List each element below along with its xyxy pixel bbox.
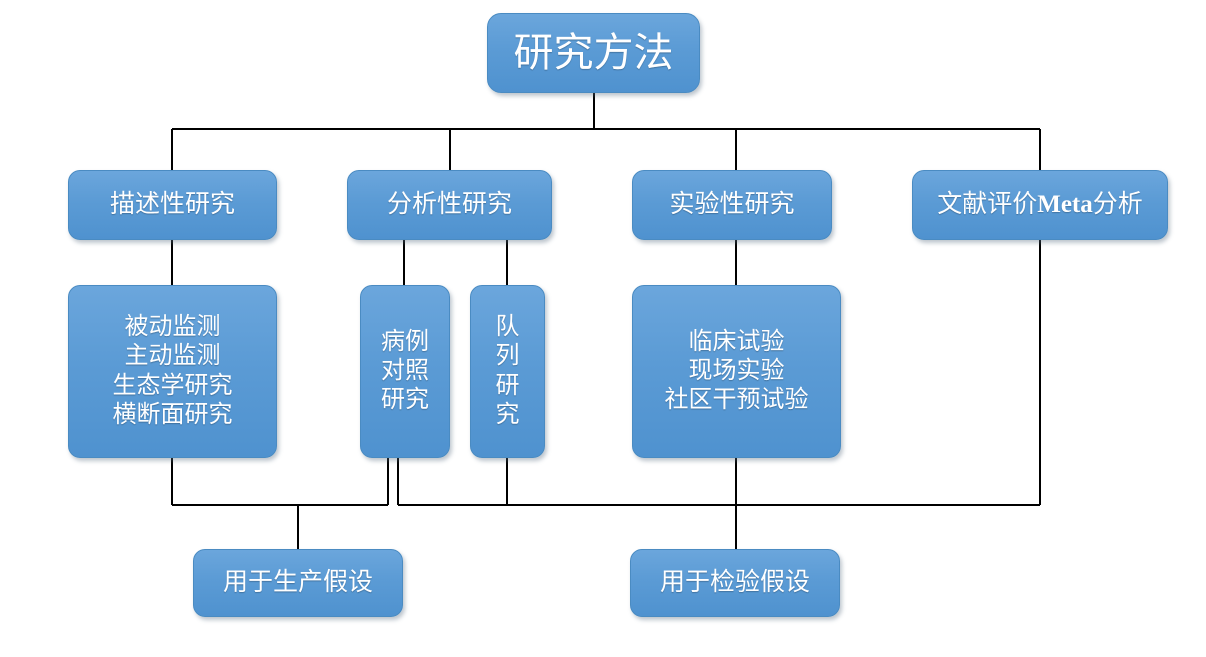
node-label: 分析性研究 xyxy=(386,190,512,218)
node-experimental-research[interactable]: 实验性研究 xyxy=(632,170,832,240)
node-label: 用于生产假设 xyxy=(222,568,373,596)
node-label: 文献评价Meta分析 xyxy=(913,190,1167,221)
node-descriptive-study-types[interactable]: 被动监测 主动监测 生态学研究 横断面研究 xyxy=(68,285,277,458)
node-label-line: 现场实验 xyxy=(688,357,785,384)
node-label-line: 被动监测 xyxy=(124,313,221,340)
node-generate-hypothesis[interactable]: 用于生产假设 xyxy=(193,549,403,617)
node-label-line: 究 xyxy=(495,401,520,428)
node-label-line: 病例 xyxy=(381,328,429,355)
node-test-hypothesis[interactable]: 用于检验假设 xyxy=(630,549,840,617)
node-research-methods[interactable]: 研究方法 xyxy=(487,13,700,93)
node-label-line: 横断面研究 xyxy=(112,401,233,428)
node-case-control-study[interactable]: 病例 对照 研究 xyxy=(360,285,450,458)
node-label: 描述性研究 xyxy=(109,190,235,218)
node-label: 实验性研究 xyxy=(669,190,795,218)
node-label-group: 病例 对照 研究 xyxy=(361,328,449,416)
node-label-line: 队 xyxy=(495,313,520,340)
node-label-line: 研究 xyxy=(381,387,429,414)
node-descriptive-research[interactable]: 描述性研究 xyxy=(68,170,277,240)
node-label-line: 列 xyxy=(495,343,520,370)
node-label: 研究方法 xyxy=(513,29,674,75)
node-label-line: 对照 xyxy=(381,357,429,384)
node-label-line: 临床试验 xyxy=(688,328,785,355)
node-label-line: 主动监测 xyxy=(124,343,221,370)
node-label-line: 社区干预试验 xyxy=(664,387,809,414)
node-label-line: 生态学研究 xyxy=(112,372,233,399)
node-label-group: 被动监测 主动监测 生态学研究 横断面研究 xyxy=(69,313,276,430)
node-literature-meta-analysis[interactable]: 文献评价Meta分析 xyxy=(912,170,1168,240)
node-label-group: 队 列 研 究 xyxy=(471,313,544,430)
node-cohort-study[interactable]: 队 列 研 究 xyxy=(470,285,545,458)
node-label-line: 研 xyxy=(495,372,520,399)
node-label-meta: Meta xyxy=(1037,190,1093,218)
node-label-part2: 分析 xyxy=(1092,190,1143,218)
node-label-part1: 文献评价 xyxy=(937,190,1038,218)
node-label-group: 临床试验 现场实验 社区干预试验 xyxy=(633,328,840,416)
node-trial-types[interactable]: 临床试验 现场实验 社区干预试验 xyxy=(632,285,841,458)
node-label: 用于检验假设 xyxy=(659,568,810,596)
node-analytical-research[interactable]: 分析性研究 xyxy=(347,170,552,240)
